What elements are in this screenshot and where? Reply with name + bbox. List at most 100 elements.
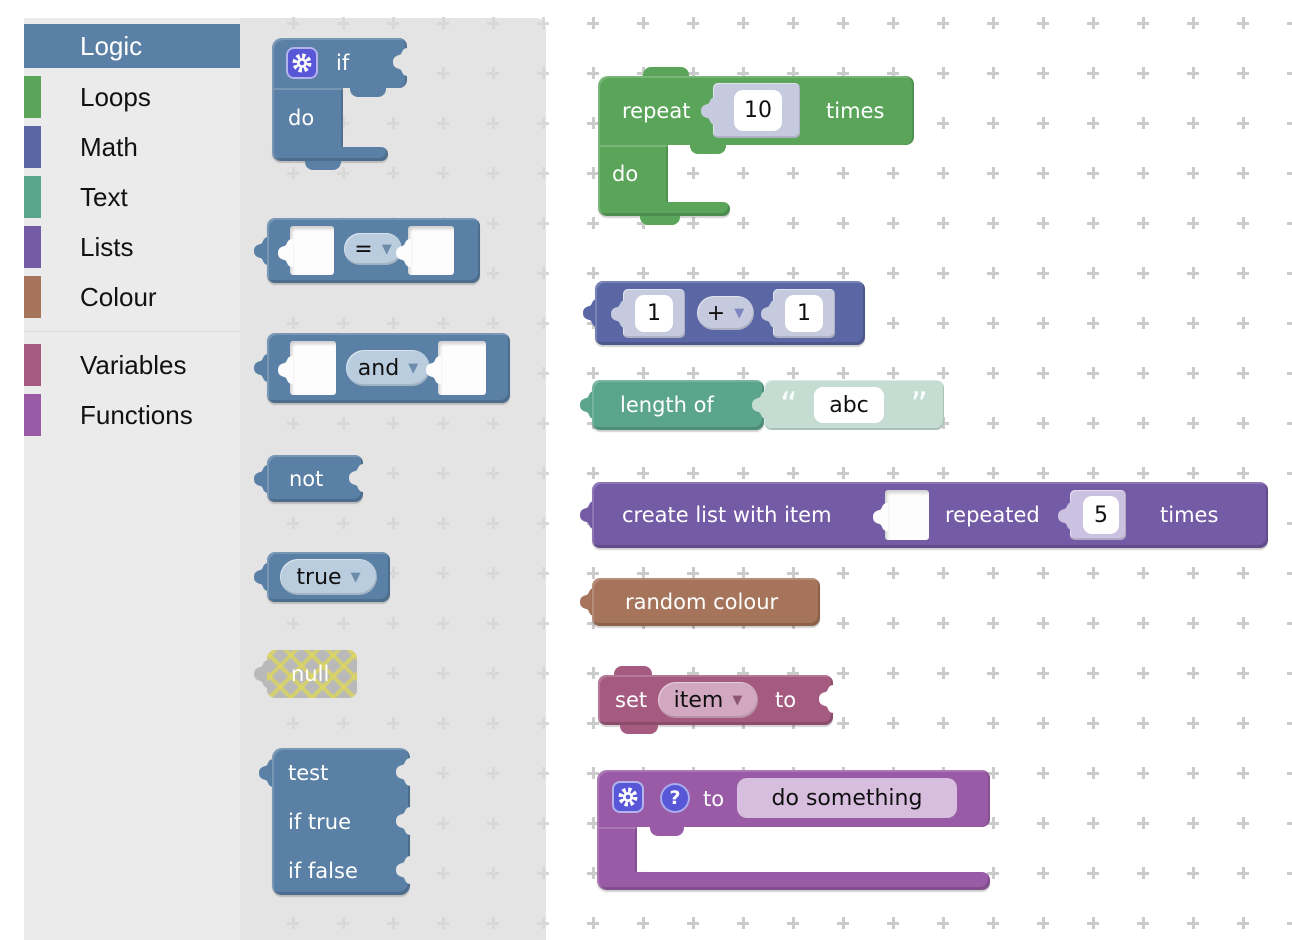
number-shadow-block[interactable]: 10 [701,83,800,138]
grid-mark [1037,467,1049,479]
grid-mark [1187,267,1199,279]
create-list-block[interactable]: create list with item repeated 5 times [579,482,1269,548]
flyout-block-not[interactable]: not [253,455,365,502]
input-socket-cut[interactable] [818,684,834,714]
function-name-field[interactable]: do something [737,778,957,818]
null-label: null [291,662,330,686]
grid-mark [1287,467,1292,479]
grid-mark [937,717,949,729]
boolean-dropdown[interactable]: true ▼ [280,559,377,595]
text-field[interactable]: abc [814,387,884,423]
grid-mark [1037,667,1049,679]
length-of-block[interactable]: length of “ abc ” [579,380,945,430]
flyout-block-if[interactable]: if do [272,38,422,172]
toolbox-category-loops[interactable]: Loops [24,76,240,118]
toolbox-category-variables[interactable]: Variables [24,344,240,386]
operator-dropdown[interactable]: + ▼ [697,296,754,330]
grid-mark [837,267,849,279]
socket-tab-icon [278,239,293,267]
flyout-block-null[interactable]: null [253,650,357,698]
grid-mark [987,67,999,79]
empty-input-socket[interactable] [873,490,929,540]
toolbox-category-text[interactable]: Text [24,176,240,218]
grid-mark [1287,317,1292,329]
operator-dropdown[interactable]: and ▼ [346,350,430,386]
input-socket-cut[interactable] [348,463,364,493]
input-socket-cut[interactable] [395,855,411,885]
chevron-down-icon: ▼ [408,360,419,376]
to-label: to [703,786,725,811]
number-shadow-block[interactable]: 1 [611,289,685,338]
number-field[interactable]: 5 [1083,496,1119,534]
if-block-bottom-row [272,147,388,161]
set-variable-block[interactable]: set item ▼ to [598,666,834,736]
variable-dropdown[interactable]: item ▼ [658,682,758,718]
toolbox-category-lists[interactable]: Lists [24,226,240,268]
empty-input-socket[interactable] [396,226,454,275]
toolbox-category-functions[interactable]: Functions [24,394,240,436]
grid-mark [987,417,999,429]
grid-mark [1037,17,1049,29]
input-socket-cut[interactable] [395,757,411,787]
grid-mark [1187,167,1199,179]
gear-icon[interactable] [612,781,644,813]
grid-mark [837,667,849,679]
flyout-block-ternary[interactable]: test if true if false [258,748,414,897]
open-quote: “ [780,385,798,425]
grid-mark [1237,717,1249,729]
function-definition-block[interactable]: ? to do something [597,770,990,890]
operator-dropdown[interactable]: = ▼ [344,233,402,265]
grid-mark [1137,17,1149,29]
random-colour-block[interactable]: random colour [579,578,823,626]
grid-mark [887,567,899,579]
gear-icon[interactable] [286,47,318,79]
arithmetic-block[interactable]: 1 + ▼ 1 [582,281,866,345]
grid-mark [1287,517,1292,529]
repeat-block[interactable]: repeat 10 times do [598,67,928,227]
grid-mark [587,17,599,29]
grid-mark [887,17,899,29]
grid-mark [1187,667,1199,679]
grid-mark [1287,917,1292,929]
text-shadow-block[interactable]: “ abc ” [752,380,944,430]
flyout-block-and[interactable]: and ▼ [253,333,510,403]
grid-mark [937,367,949,379]
input-socket-cut[interactable] [395,806,411,836]
flyout-block-boolean[interactable]: true ▼ [253,552,390,602]
random-colour-label: random colour [625,590,779,614]
length-of-label: length of [620,393,714,417]
function-block-mouth [637,827,990,872]
grid-mark [937,317,949,329]
number-shadow-block[interactable]: 5 [1058,490,1126,540]
shadow-plug-icon [761,300,776,328]
toolbox-category-colour[interactable]: Colour [24,276,240,318]
empty-input-socket[interactable] [426,341,486,395]
toolbox-category-math[interactable]: Math [24,126,240,168]
grid-mark [1187,317,1199,329]
grid-mark [1137,467,1149,479]
repeat-block-left-wall: do [598,145,668,202]
grid-mark [1087,617,1099,629]
grid-mark [1137,217,1149,229]
help-icon[interactable]: ? [660,783,690,813]
grid-mark [1287,817,1292,829]
toolbox-category-logic[interactable]: Logic [24,24,240,68]
grid-mark [1087,17,1099,29]
grid-mark [1287,217,1292,229]
flyout-block-compare[interactable]: = ▼ [253,218,480,283]
input-socket-cut[interactable] [392,47,408,77]
grid-mark [1087,367,1099,379]
grid-mark [937,217,949,229]
grid-mark [1187,467,1199,479]
grid-mark [1037,867,1049,879]
if-label: if [336,51,350,75]
grid-mark [1287,267,1292,279]
number-field[interactable]: 10 [734,90,782,131]
empty-input-socket[interactable] [278,226,334,275]
grid-mark [987,367,999,379]
number-field[interactable]: 1 [785,295,823,332]
number-field[interactable]: 1 [635,295,673,332]
number-shadow-block[interactable]: 1 [761,289,835,338]
empty-input-socket[interactable] [278,341,336,395]
